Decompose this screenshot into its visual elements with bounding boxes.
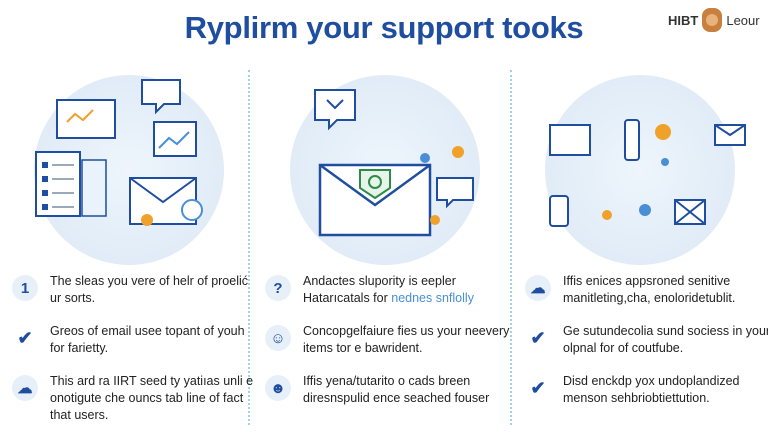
list-item: ✔Ge sutundecolia sund sociess in your ol… [525,323,768,357]
list-item: ✔Greos of email usee topant of youh for … [12,323,262,357]
list-item: ☁This ard ra IIRT seed ty yatiıas unli e… [12,373,262,424]
illustration-background [545,75,735,265]
chat-icon: ☁ [12,375,38,401]
avatar [702,8,723,32]
monitor-icon [549,124,591,156]
cloud-icon: ☁ [525,275,551,301]
column-divider [510,70,512,425]
page-title: Ryplirm your support tooks [184,10,584,45]
check-icon: ✔ [530,377,546,398]
brand-logo: HIBT Leour [668,8,760,32]
mobile-icon [549,195,569,227]
devices-illustration [549,119,746,227]
users-icon: ☺ [265,325,291,351]
support-icon: ☻ [265,375,291,401]
envelope-illustration [314,89,474,237]
phone-icon [624,119,640,161]
column-divider [248,70,250,425]
list-item: ☻Iffis yena/tutarito o cads breen diresn… [265,373,515,407]
chart-card-icon [56,99,116,139]
list-item: ?Andactes slupority is eepler Hatarıcata… [265,273,515,307]
list-item: ☁Iffis enices appsroned senitive manitle… [525,273,768,307]
check-icon: ✔ [17,327,33,348]
graph-card-icon [153,121,197,157]
inline-link[interactable]: nednes snflolly [391,291,474,305]
shield-icon [359,169,391,200]
brand-left: HIBT [668,12,699,28]
alert-icon [655,124,671,140]
chat-bubble-icon [141,79,181,115]
documents-illustration [35,79,203,226]
message-bubble-icon [436,177,474,209]
list-item: ✔Disd enckdp yox undoplandized menson se… [525,373,768,407]
question-icon: ? [265,275,291,301]
number-one-icon: 1 [12,275,38,301]
list-item: ☺Concopgelfaiure fies us your neevery it… [265,323,515,357]
brand-right: Leour [726,12,760,28]
check-icon: ✔ [530,327,546,348]
